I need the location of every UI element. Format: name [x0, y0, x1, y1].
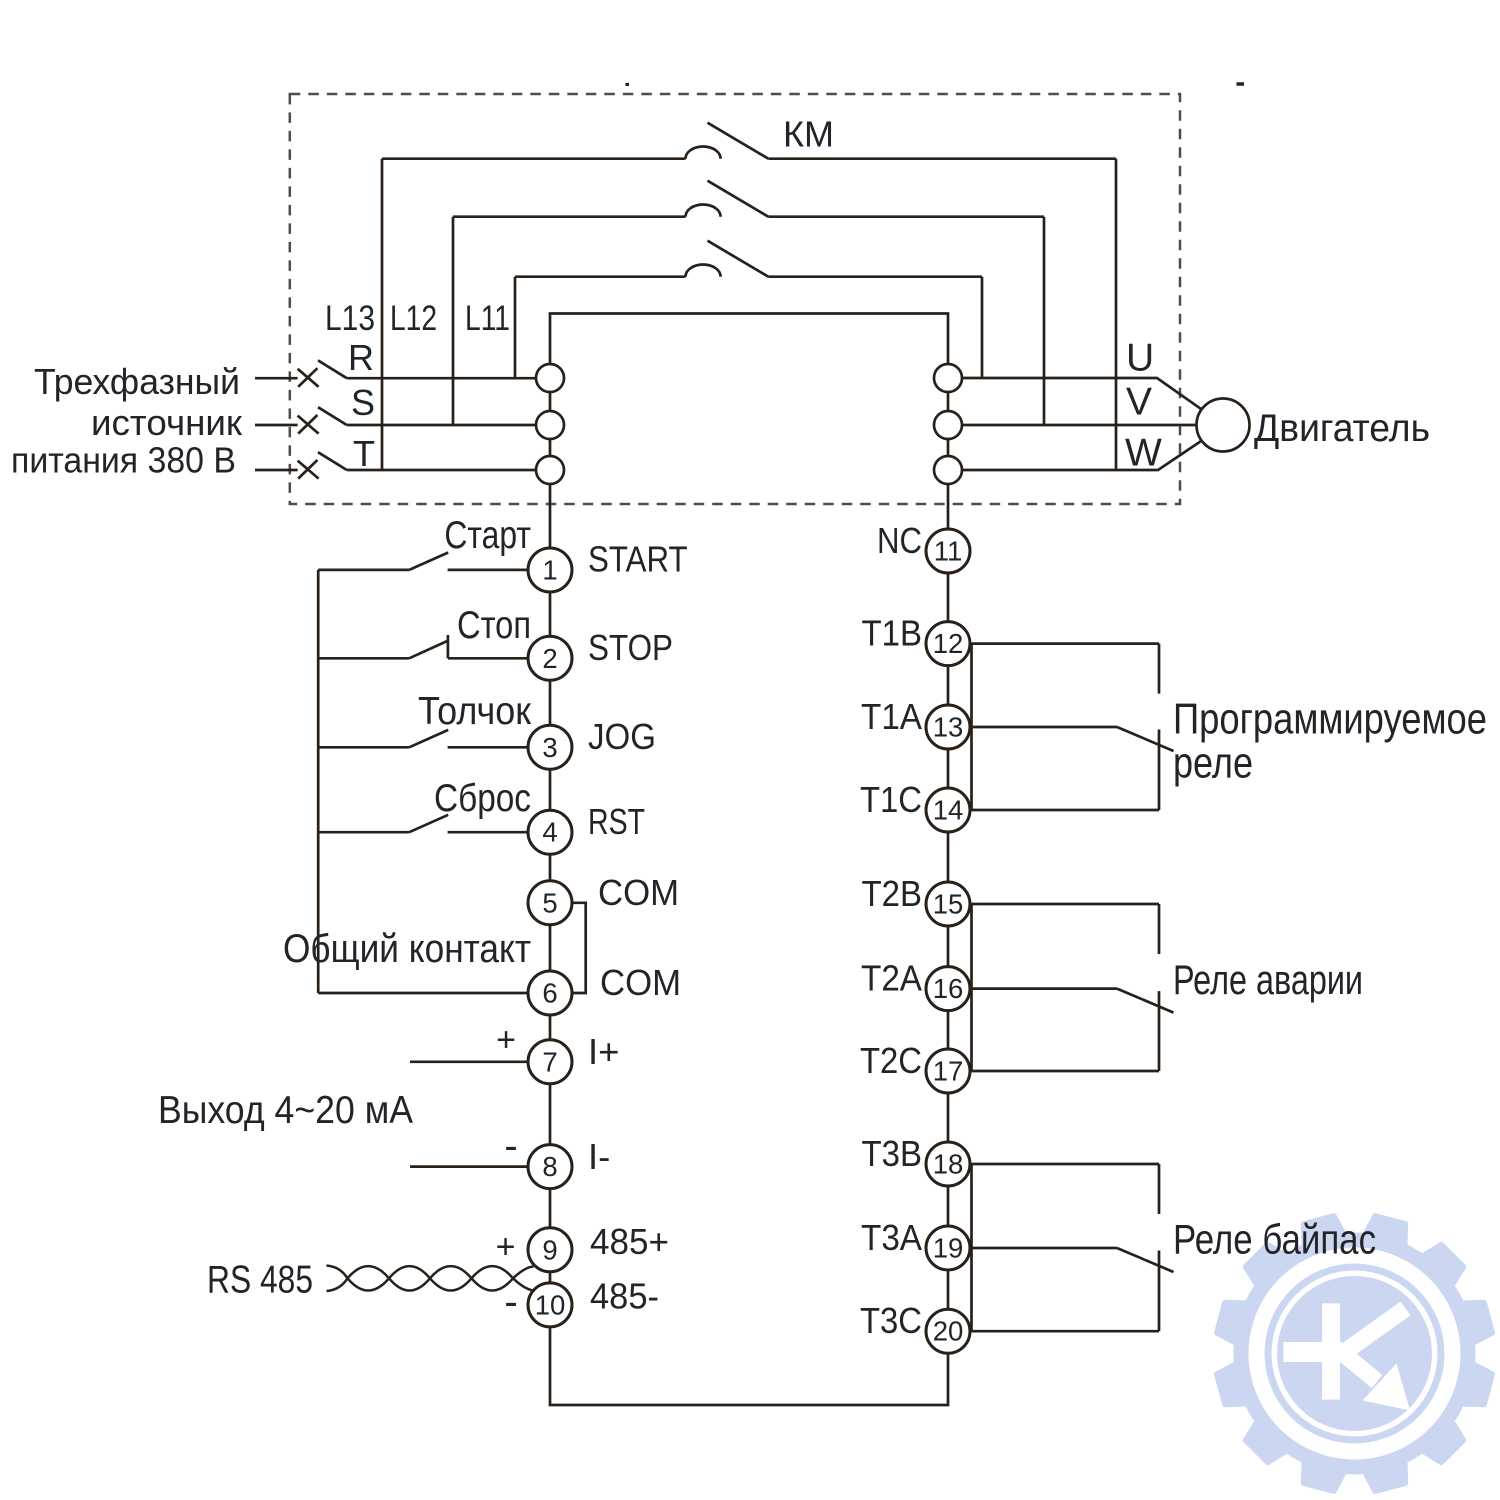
svg-text:Выход 4~20 мА: Выход 4~20 мА	[158, 1089, 413, 1132]
svg-text:Реле байпас: Реле байпас	[1173, 1215, 1376, 1262]
svg-text:V: V	[1126, 381, 1152, 424]
svg-text:T2C: T2C	[860, 1040, 922, 1081]
svg-text:Сброс: Сброс	[434, 777, 531, 820]
svg-text:+: +	[496, 1021, 516, 1059]
svg-text:2: 2	[542, 643, 557, 674]
svg-text:T2B: T2B	[862, 873, 923, 914]
svg-text:Трехфазный: Трехфазный	[34, 361, 240, 402]
svg-text:I-: I-	[588, 1136, 610, 1177]
svg-text:T: T	[353, 433, 375, 474]
svg-text:Общий контакт: Общий контакт	[283, 927, 531, 971]
svg-text:Толчок: Толчок	[418, 690, 532, 733]
svg-text:15: 15	[933, 889, 964, 920]
svg-text:STOP: STOP	[588, 627, 673, 668]
svg-text:W: W	[1125, 432, 1162, 475]
svg-text:+: +	[496, 1228, 516, 1266]
svg-text:5: 5	[542, 887, 557, 918]
svg-text:7: 7	[542, 1046, 557, 1077]
svg-text:11: 11	[934, 536, 963, 567]
svg-text:19: 19	[933, 1233, 964, 1264]
svg-text:1: 1	[542, 555, 557, 586]
svg-text:T2A: T2A	[861, 958, 923, 999]
svg-text:питания 380 В: питания 380 В	[11, 440, 236, 481]
svg-text:T1C: T1C	[860, 779, 922, 820]
svg-text:16: 16	[933, 973, 964, 1004]
svg-text:6: 6	[542, 978, 557, 1009]
svg-text:T3A: T3A	[861, 1217, 923, 1258]
svg-text:U: U	[1126, 337, 1154, 380]
svg-text:Стоп: Стоп	[457, 604, 531, 647]
svg-text:START: START	[588, 539, 688, 580]
svg-text:JOG: JOG	[588, 716, 656, 757]
svg-text:4: 4	[542, 817, 557, 848]
svg-text:9: 9	[542, 1234, 557, 1265]
svg-text:T1A: T1A	[861, 696, 923, 737]
svg-text:12: 12	[933, 628, 964, 659]
svg-text:L12: L12	[390, 299, 437, 338]
svg-text:Реле аварии: Реле аварии	[1173, 956, 1363, 1003]
svg-text:источник: источник	[91, 402, 243, 443]
svg-text:13: 13	[933, 712, 964, 743]
svg-text:R: R	[348, 337, 374, 378]
svg-text:T3C: T3C	[860, 1300, 922, 1341]
svg-text:Двигатель: Двигатель	[1254, 407, 1430, 450]
svg-text:I+: I+	[588, 1031, 619, 1072]
svg-text:L11: L11	[465, 299, 510, 338]
svg-text:T3B: T3B	[862, 1133, 923, 1174]
svg-text:RS 485: RS 485	[207, 1259, 313, 1302]
svg-text:реле: реле	[1173, 740, 1253, 788]
svg-text:3: 3	[542, 732, 557, 763]
svg-text:17: 17	[933, 1056, 964, 1087]
svg-text:20: 20	[933, 1316, 964, 1347]
svg-text:8: 8	[542, 1151, 557, 1182]
svg-text:14: 14	[933, 795, 964, 826]
svg-text:RST: RST	[588, 801, 645, 842]
svg-text:-: -	[504, 1124, 517, 1168]
svg-text:Программируемое: Программируемое	[1173, 696, 1487, 744]
svg-text:Старт: Старт	[444, 514, 531, 557]
svg-text:COM: COM	[598, 872, 679, 913]
svg-text:T1B: T1B	[862, 613, 923, 654]
svg-text:18: 18	[933, 1149, 964, 1180]
svg-text:485+: 485+	[590, 1221, 669, 1262]
svg-text:485-: 485-	[590, 1276, 659, 1317]
svg-text:S: S	[351, 382, 375, 423]
svg-text:COM: COM	[600, 962, 681, 1003]
svg-text:NC: NC	[877, 520, 922, 561]
svg-text:10: 10	[535, 1289, 566, 1320]
svg-text:КМ: КМ	[783, 114, 834, 155]
svg-text:L13: L13	[325, 299, 375, 338]
svg-text:-: -	[504, 1280, 517, 1324]
